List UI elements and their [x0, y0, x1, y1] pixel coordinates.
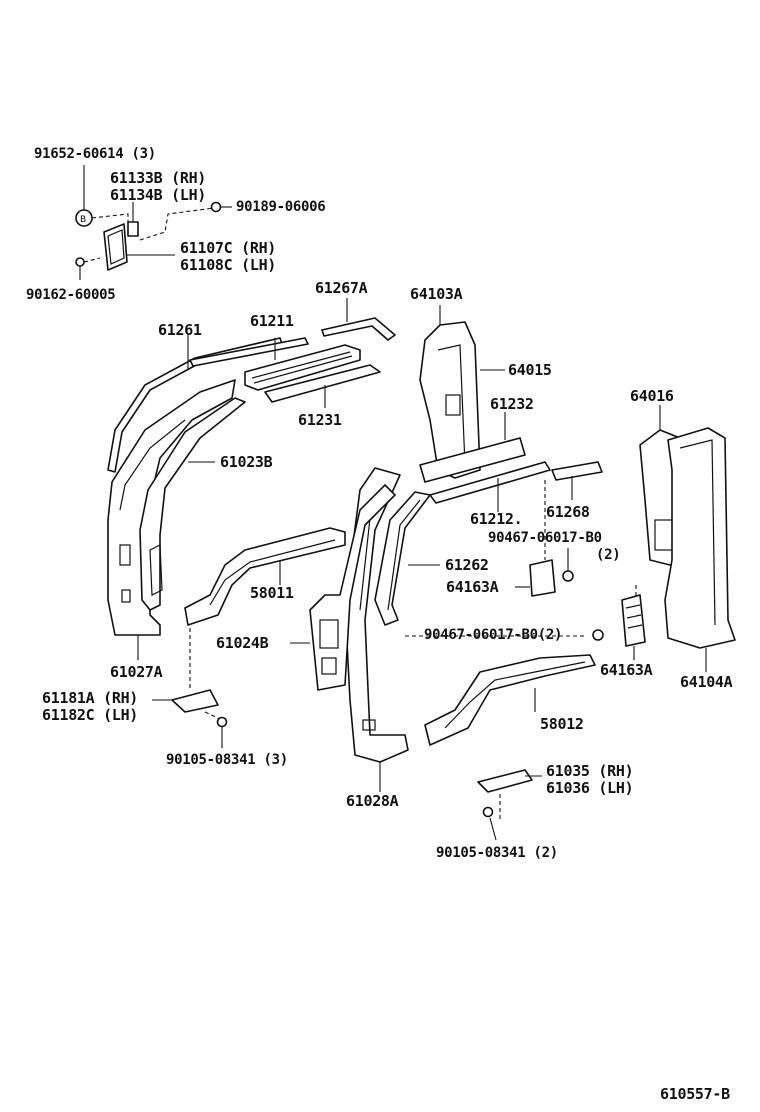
rocker-58012 — [424, 654, 596, 746]
label-61027: 61027A — [110, 663, 163, 681]
clip-90467-b — [405, 629, 604, 641]
label-61262: 61262 — [445, 556, 489, 574]
label-61267: 61267A — [315, 279, 368, 297]
label-58011: 58011 — [250, 584, 294, 602]
label-61212: 61212. — [470, 510, 523, 528]
label-64163-a: 64163A — [446, 578, 499, 596]
pillar-61027 — [107, 379, 236, 660]
label-61182: 61182C (LH) — [42, 706, 139, 724]
svg-text:B: B — [80, 215, 86, 225]
label-64103: 64103A — [410, 285, 463, 303]
screw-90189 — [210, 201, 232, 213]
label-61108: 61108C (LH) — [180, 256, 277, 274]
bracket-64163-a — [515, 480, 556, 597]
label-64015: 64015 — [508, 361, 552, 379]
label-61107: 61107C (RH) — [180, 239, 277, 257]
scuff-plate-61211-main — [244, 344, 361, 391]
label-64163-b: 64163A — [600, 661, 653, 679]
label-61211: 61211 — [250, 312, 294, 330]
label-61133: 61133B (RH) — [110, 169, 207, 187]
bracket-64163-b — [621, 585, 646, 660]
sill-61232 — [419, 412, 526, 483]
diagram-code: 610557-B — [660, 1085, 730, 1103]
label-90467-a: 90467-06017-B0 — [488, 530, 602, 546]
label-61232: 61232 — [490, 395, 534, 413]
rail-61211 — [189, 337, 309, 367]
bolt-90105-b — [482, 806, 497, 841]
label-91652: 91652-60614 (3) — [34, 146, 156, 162]
label-61035: 61035 (RH) — [546, 762, 634, 780]
strip-61267 — [321, 298, 396, 341]
label-90105-b: 90105-08341 (2) — [436, 845, 558, 861]
pillar-inner-61024 — [290, 484, 396, 691]
pillar-inner-61023 — [139, 397, 246, 611]
label-61261: 61261 — [158, 321, 202, 339]
screw-90162 — [75, 257, 101, 280]
pillar-64103 — [419, 305, 505, 479]
label-61181: 61181A (RH) — [42, 689, 139, 707]
strip-61268 — [551, 461, 603, 500]
rail-61231 — [264, 364, 381, 408]
label-90189: 90189-06006 — [236, 199, 326, 215]
clip-91652: B — [75, 165, 93, 227]
pillar-64104 — [664, 427, 736, 672]
clip-90467-a — [562, 548, 574, 582]
pillar-61262 — [374, 491, 440, 626]
label-61134: 61134B (LH) — [110, 186, 207, 204]
bracket-61133 — [91, 202, 215, 241]
label-61028: 61028A — [346, 792, 399, 810]
label-90467-a-qty: (2) — [596, 547, 621, 563]
bolt-90105-a — [216, 716, 228, 748]
label-61268: 61268 — [546, 503, 590, 521]
bracket-61181 — [152, 689, 223, 721]
rail-61212 — [429, 461, 551, 512]
rocker-58011 — [184, 527, 346, 690]
label-64016: 64016 — [630, 387, 674, 405]
cover-61107 — [103, 223, 175, 271]
label-61231: 61231 — [298, 411, 342, 429]
bracket-61035 — [477, 769, 542, 820]
label-90467-b: 90467-06017-B0(2) — [424, 627, 563, 643]
label-61036: 61036 (LH) — [546, 779, 634, 797]
label-61024: 61024B — [216, 634, 269, 652]
label-58012: 58012 — [540, 715, 584, 733]
label-64104: 64104A — [680, 673, 733, 691]
label-90105-a: 90105-08341 (3) — [166, 752, 288, 768]
label-61023: 61023B — [220, 453, 273, 471]
label-90162: 90162-60005 — [26, 287, 116, 303]
